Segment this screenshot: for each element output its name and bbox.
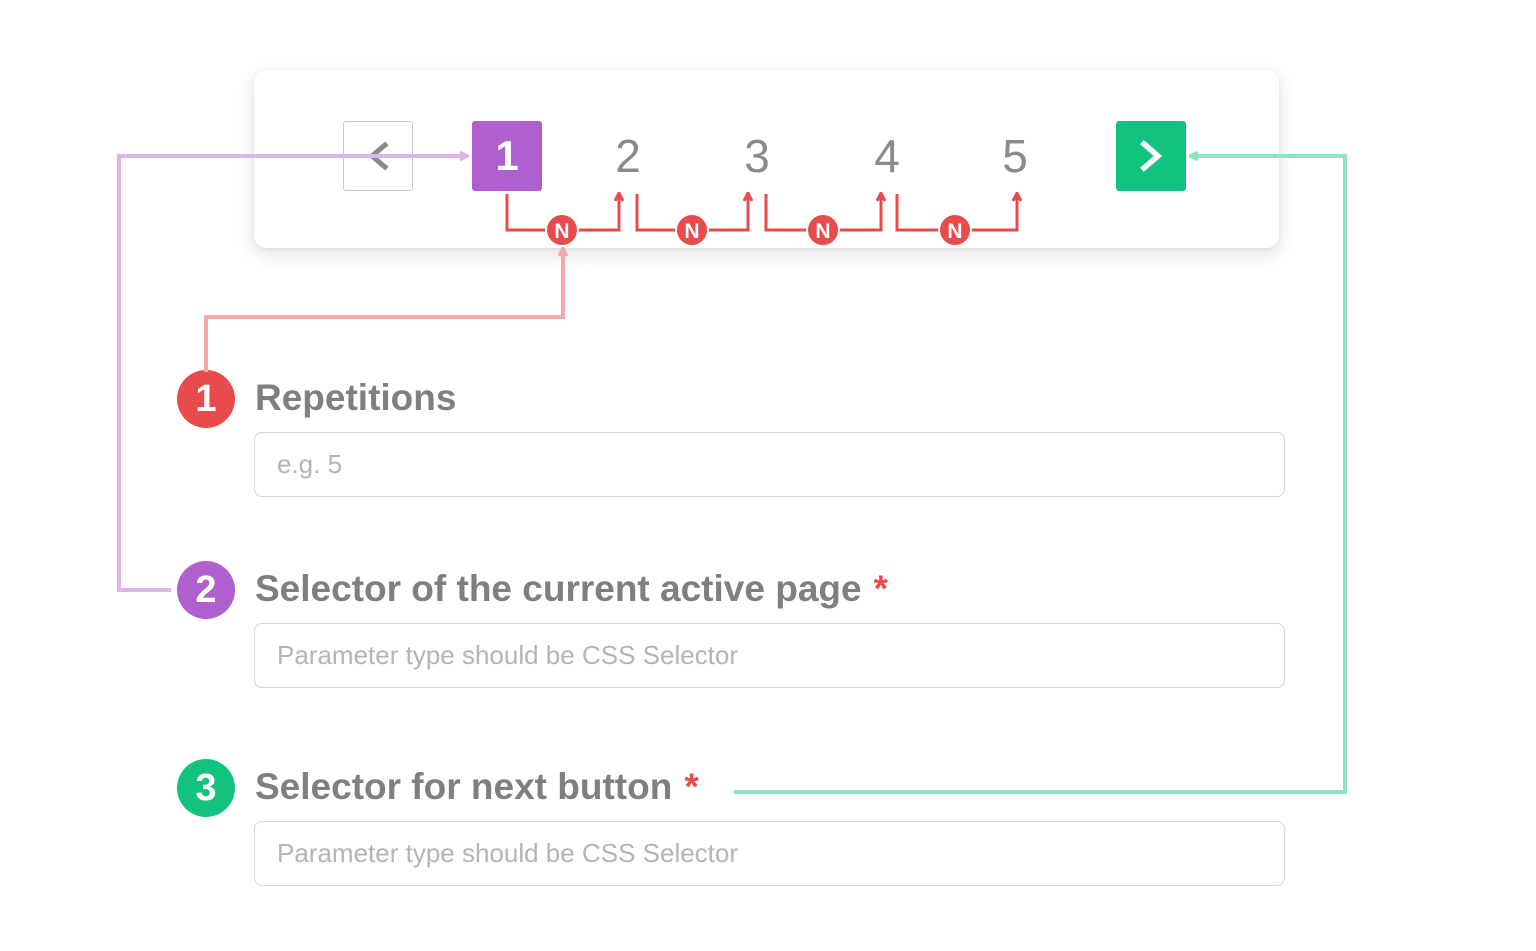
prev-page-button[interactable] — [343, 121, 413, 191]
step-badge-1: 1 — [177, 370, 235, 428]
next-page-button[interactable] — [1116, 121, 1186, 191]
step-badge-3: 3 — [177, 759, 235, 817]
page-number-3[interactable]: 3 — [744, 130, 770, 182]
page-number-2[interactable]: 2 — [615, 130, 641, 182]
page-number-4[interactable]: 4 — [874, 130, 900, 182]
required-asterisk: * — [684, 766, 699, 807]
chevron-right-icon — [1140, 140, 1163, 172]
next-button-selector-input[interactable] — [254, 821, 1285, 886]
repetitions-label: Repetitions — [255, 377, 457, 418]
active-page-selector-input[interactable] — [254, 623, 1285, 688]
chevron-left-icon — [368, 141, 389, 171]
active-page-selector-label: Selector of the current active page* — [255, 568, 888, 609]
page-1-active[interactable]: 1 — [472, 121, 542, 191]
page-number-1: 1 — [495, 132, 519, 179]
required-asterisk: * — [873, 568, 888, 609]
step-badge-2: 2 — [177, 561, 235, 619]
repetitions-input[interactable] — [254, 432, 1285, 497]
repetitions-connector — [204, 248, 563, 372]
page-number-5[interactable]: 5 — [1002, 130, 1028, 182]
next-button-selector-label: Selector for next button* — [255, 766, 699, 807]
